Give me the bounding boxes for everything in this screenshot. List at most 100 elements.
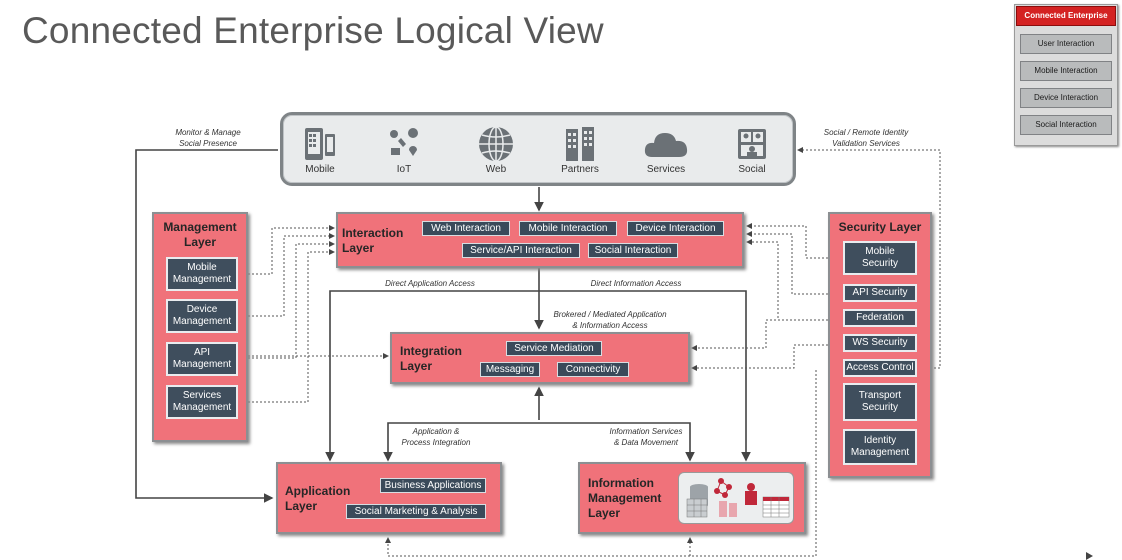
note-brokered-line2: & Information Access — [572, 321, 648, 330]
transport-security-l1: Transport — [858, 390, 902, 401]
data-store-panel — [678, 472, 794, 524]
transport-security-l2: Security — [861, 402, 899, 413]
channel-partners-label: Partners — [561, 164, 599, 175]
legend-item-user-interaction[interactable]: User Interaction — [1020, 34, 1112, 54]
channel-iot-label: IoT — [396, 164, 412, 175]
legend-item-device-interaction[interactable]: Device Interaction — [1020, 88, 1112, 108]
social-icon — [712, 124, 792, 164]
management-title-line1: Management — [163, 220, 237, 234]
channel-iot[interactable]: IoT — [364, 124, 444, 175]
note-monitor-line2: Social Presence — [179, 139, 237, 148]
integration-title-line1: Integration — [400, 344, 462, 358]
chip-connectivity[interactable]: Connectivity — [557, 362, 629, 377]
note-social-identity: Social / Remote Identity Validation Serv… — [810, 127, 922, 149]
note-brokered-line1: Brokered / Mediated Application — [553, 310, 667, 319]
channel-services-label: Services — [646, 164, 686, 175]
globe-icon — [456, 124, 536, 164]
legend-header: Connected Enterprise — [1016, 6, 1116, 26]
management-title-line2: Layer — [183, 235, 217, 249]
api-management-l1: API — [193, 347, 211, 358]
cloud-icon — [626, 124, 706, 164]
information-title-line3: Layer — [588, 506, 621, 520]
ws-security-button[interactable]: WS Security — [843, 334, 917, 352]
interaction-title-line1: Interaction — [342, 226, 404, 240]
channel-web[interactable]: Web — [456, 124, 536, 175]
integration-layer[interactable] — [390, 332, 690, 384]
note-direct-application: Direct Application Access — [385, 279, 475, 288]
security-layer-title: Security Layer — [838, 220, 922, 234]
chip-social-marketing[interactable]: Social Marketing & Analysis — [346, 504, 486, 519]
chip-web-interaction[interactable]: Web Interaction — [422, 221, 510, 236]
note-infosvc-line2: & Data Movement — [613, 438, 679, 447]
application-title-line1: Application — [285, 484, 351, 498]
information-layer-title: Information Management Layer — [588, 476, 661, 521]
buildings-icon — [540, 124, 620, 164]
channel-mobile-label: Mobile — [305, 164, 335, 175]
next-slide-icon[interactable] — [1086, 552, 1093, 560]
chip-service-api-interaction[interactable]: Service/API Interaction — [462, 243, 580, 258]
note-appproc-line2: Process Integration — [401, 438, 471, 447]
channel-bar — [280, 112, 796, 186]
federation-button[interactable]: Federation — [843, 309, 917, 327]
information-title-line1: Information — [588, 476, 654, 490]
page-title: Connected Enterprise Logical View — [22, 10, 604, 51]
mobile-icon — [280, 124, 360, 164]
identity-management-l1: Identity — [863, 435, 897, 446]
application-layer[interactable] — [276, 462, 502, 534]
channel-services[interactable]: Services — [626, 124, 706, 175]
channel-partners[interactable]: Partners — [540, 124, 620, 175]
api-security-button[interactable]: API Security — [843, 284, 917, 302]
channel-social[interactable]: Social — [712, 124, 792, 175]
information-title-line2: Management — [588, 491, 662, 505]
legend-item-mobile-interaction[interactable]: Mobile Interaction — [1020, 61, 1112, 81]
interaction-title-line2: Layer — [342, 241, 375, 255]
note-direct-information: Direct Information Access — [590, 279, 682, 288]
management-layer-title: Management Layer — [152, 220, 248, 250]
note-social-line1: Social / Remote Identity — [823, 128, 909, 137]
device-management-l2: Management — [172, 316, 232, 327]
note-infosvc-line1: Information Services — [609, 427, 683, 436]
chip-service-mediation[interactable]: Service Mediation — [506, 341, 602, 356]
identity-management-l2: Management — [850, 447, 910, 458]
channel-social-label: Social — [738, 164, 766, 175]
access-control-button[interactable]: Access Control — [843, 359, 917, 377]
note-monitor-line1: Monitor & Manage — [175, 128, 241, 137]
application-title-line2: Layer — [285, 499, 318, 513]
note-brokered: Brokered / Mediated Application & Inform… — [540, 309, 680, 331]
chip-mobile-interaction[interactable]: Mobile Interaction — [519, 221, 617, 236]
note-application-process: Application & Process Integration — [386, 426, 486, 448]
api-management-l2: Management — [172, 359, 232, 370]
interaction-layer-title: Interaction Layer — [342, 226, 403, 256]
device-management-l1: Device — [186, 304, 218, 315]
mobile-management-l1: Mobile — [187, 262, 217, 273]
note-social-line2: Validation Services — [832, 139, 900, 148]
integration-layer-title: Integration Layer — [400, 344, 462, 374]
services-management-l1: Services — [182, 390, 222, 401]
database-icon — [686, 478, 790, 518]
chip-messaging[interactable]: Messaging — [480, 362, 540, 377]
note-information-services: Information Services & Data Movement — [594, 426, 698, 448]
note-monitor: Monitor & Manage Social Presence — [162, 127, 254, 149]
note-appproc-line1: Application & — [412, 427, 460, 436]
services-management-l2: Management — [172, 402, 232, 413]
legend-item-social-interaction[interactable]: Social Interaction — [1020, 115, 1112, 135]
chip-device-interaction[interactable]: Device Interaction — [627, 221, 724, 236]
iot-icon — [364, 124, 444, 164]
mobile-security-l1: Mobile — [865, 246, 895, 257]
channel-web-label: Web — [485, 164, 507, 175]
mobile-security-l2: Security — [861, 258, 899, 269]
chip-business-applications[interactable]: Business Applications — [380, 478, 486, 493]
chip-social-interaction[interactable]: Social Interaction — [588, 243, 678, 258]
mobile-management-l2: Management — [172, 274, 232, 285]
channel-mobile[interactable]: Mobile — [280, 124, 360, 175]
integration-title-line2: Layer — [400, 359, 433, 373]
application-layer-title: Application Layer — [285, 484, 350, 514]
